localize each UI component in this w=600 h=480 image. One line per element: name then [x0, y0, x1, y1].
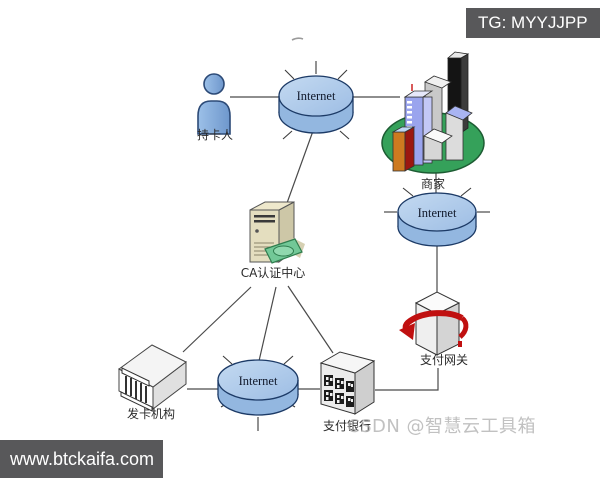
payment-bank-label: 支付银行	[323, 419, 371, 433]
internet-right-label: Internet	[418, 206, 457, 220]
payment-bank-icon	[319, 351, 376, 415]
bottom-banner: www.btckaifa.com	[0, 440, 163, 478]
ca-label: CA认证中心	[241, 265, 306, 280]
payment-gateway-icon	[399, 291, 469, 356]
internet-bottom-icon	[217, 355, 299, 431]
crop-remnant-mark	[291, 37, 304, 41]
merchant-icon	[381, 51, 485, 174]
top-banner-text: TG: MYYJJPP	[478, 13, 588, 32]
internet-top-label: Internet	[297, 89, 336, 103]
top-banner: TG: MYYJJPP	[466, 8, 600, 38]
csdn-watermark: CSDN @智慧云工具箱	[347, 416, 537, 437]
issuer-label: 发卡机构	[127, 406, 175, 421]
ca-server-icon	[249, 201, 305, 264]
internet-bottom-label: Internet	[239, 374, 278, 388]
bottom-banner-text: www.btckaifa.com	[10, 448, 155, 469]
internet-top-icon	[278, 61, 354, 140]
internet-right-icon	[384, 187, 490, 247]
cardholder-icon	[197, 73, 231, 135]
issuer-bank-icon	[118, 344, 187, 412]
connection-lines	[182, 96, 439, 391]
payment-gateway-label: 支付网关	[420, 353, 468, 367]
cardholder-label: 持卡人	[197, 127, 233, 142]
merchant-label: 商家	[421, 176, 445, 191]
